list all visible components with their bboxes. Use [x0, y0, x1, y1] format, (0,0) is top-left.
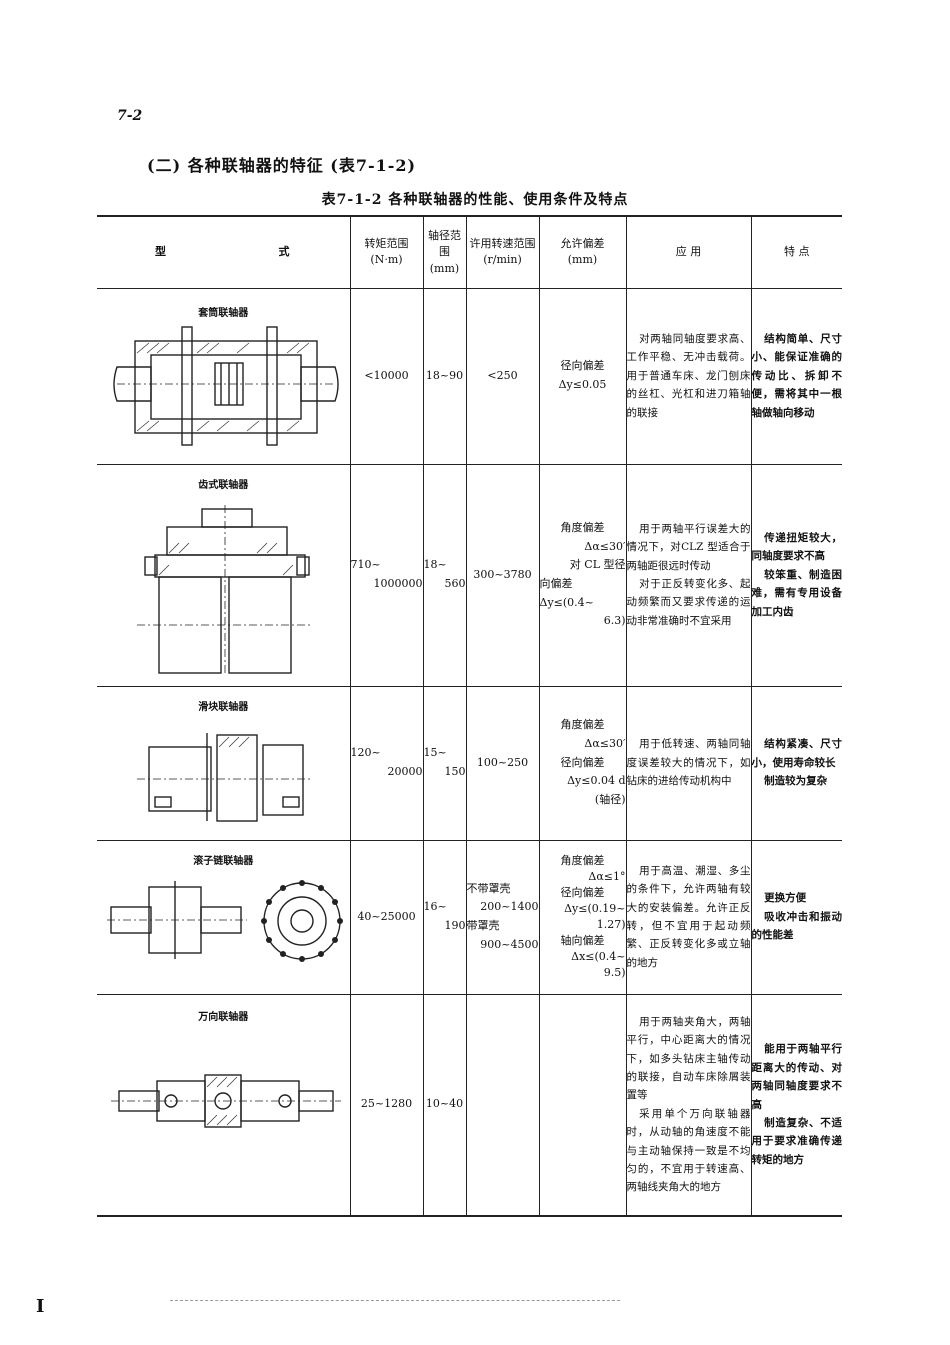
torque-cell: 120~20000: [349, 686, 423, 840]
table-row: 滑块联轴器 120~20000: [97, 686, 842, 840]
slider-coupling-drawing: [137, 732, 312, 822]
shaft-cell: 18~560: [422, 464, 466, 686]
roller-chain-coupling-drawing: [107, 879, 343, 962]
shaft-cell: 18~90: [422, 288, 466, 464]
type-cell: 滑块联轴器: [97, 686, 350, 840]
table-row: 万向联轴器 25: [97, 994, 842, 1216]
table-title: 表7-1-2 各种联轴器的性能、使用条件及特点: [321, 192, 629, 208]
type-cell: 套筒联轴器: [97, 288, 350, 464]
header-row: 型式 转矩范围(N·m) 轴径范围(mm) 许用转速范围(r/min) 允许偏差…: [97, 216, 842, 289]
deviation-cell: [538, 994, 626, 1216]
torque-cell: 40~25000: [349, 840, 423, 994]
type-name: 滚子链联轴器: [193, 855, 254, 867]
table-row: 套筒联轴器: [97, 288, 842, 464]
feature-cell: 结构简单、尺寸小、能保证准确的传动比、拆卸不便，需将其中一根轴做轴向移动: [750, 288, 842, 464]
gear-coupling-drawing: [137, 504, 312, 675]
speed-cell: 300~3780: [465, 464, 539, 686]
type-cell: 万向联轴器: [97, 994, 350, 1216]
speed-cell: 100~250: [465, 686, 539, 840]
corner-mark: I: [36, 1296, 45, 1317]
speed-cell: [465, 994, 539, 1216]
table-row: 齿式联轴器: [97, 464, 842, 686]
table-row: 滚子链联轴器: [97, 840, 842, 994]
torque-cell: 25~1280: [349, 994, 423, 1216]
type-cell: 滚子链联轴器: [97, 840, 350, 994]
feature-cell: 更换方便吸收冲击和振动的性能差: [750, 840, 842, 994]
header-type: 型式: [97, 216, 350, 289]
sleeve-coupling-drawing: [113, 325, 339, 446]
header-deviation: 允许偏差(mm): [538, 216, 626, 289]
torque-cell: 710~1000000: [349, 464, 423, 686]
application-cell: 用于低转速、两轴同轴度误差较大的情况下，如钻床的进给传动机构中: [625, 686, 751, 840]
speed-cell: 不带罩壳 200~1400 带罩壳 900~4500: [465, 840, 539, 994]
coupling-table: 型式 转矩范围(N·m) 轴径范围(mm) 许用转速范围(r/min) 允许偏差…: [97, 215, 842, 1217]
type-cell: 齿式联轴器: [97, 464, 350, 686]
feature-cell: 传递扭矩较大，同轴度要求不高较笨重、制造困难，需有专用设备加工内齿: [750, 464, 842, 686]
speed-cell: <250: [465, 288, 539, 464]
deviation-cell: 角度偏差 Δα≤1° 径向偏差 Δy≤(0.19~ 1.27) 轴向偏差 Δx≤…: [538, 840, 626, 994]
header-torque: 转矩范围(N·m): [349, 216, 423, 289]
shaft-cell: 16~190: [422, 840, 466, 994]
application-cell: 对两轴同轴度要求高、工作平稳、无冲击载荷。用于普通车床、龙门刨床的丝杠、光杠和进…: [625, 288, 751, 464]
application-cell: 用于高温、潮湿、多尘的条件下，允许两轴有较大的安装偏差。允许正反转，但不宜用于起…: [625, 840, 751, 994]
header-application: 应 用: [625, 216, 751, 289]
application-cell: 用于两轴平行误差大的情况下，对CLZ 型适合于两轴距很远时传动对于正反转变化多、…: [625, 464, 751, 686]
shaft-cell: 15~150: [422, 686, 466, 840]
deviation-cell: 角度偏差 Δα≤30′ 对 CL 型径 向偏差 Δy≤(0.4~ 6.3): [538, 464, 626, 686]
deviation-cell: 径向偏差 Δy≤0.05: [538, 288, 626, 464]
page-number: 7-2: [117, 108, 143, 124]
application-cell: 用于两轴夹角大，两轴平行，中心距离大的情况下，如多头钻床主轴传动的联接，自动车床…: [625, 994, 751, 1216]
header-speed: 许用转速范围(r/min): [465, 216, 539, 289]
torque-cell: <10000: [349, 288, 423, 464]
shaft-cell: 10~40: [422, 994, 466, 1216]
deviation-cell: 角度偏差 Δα≤30′ 径向偏差 Δy≤0.04 d (轴径): [538, 686, 626, 840]
type-name: 套筒联轴器: [198, 307, 249, 319]
section-heading: (二) 各种联轴器的特征 (表7-1-2): [147, 156, 417, 175]
feature-cell: 能用于两轴平行距离大的传动、对两轴同轴度要求不高制造复杂、不适用于要求准确传递转…: [750, 994, 842, 1216]
header-feature: 特 点: [750, 216, 842, 289]
bottom-rule: [170, 1300, 620, 1301]
header-shaft: 轴径范围(mm): [422, 216, 466, 289]
type-name: 万向联轴器: [198, 1011, 249, 1023]
feature-cell: 结构紧凑、尺寸小，使用寿命较长制造较为复杂: [750, 686, 842, 840]
type-name: 滑块联轴器: [198, 701, 249, 713]
universal-joint-drawing: [111, 1073, 341, 1128]
type-name: 齿式联轴器: [198, 479, 249, 491]
